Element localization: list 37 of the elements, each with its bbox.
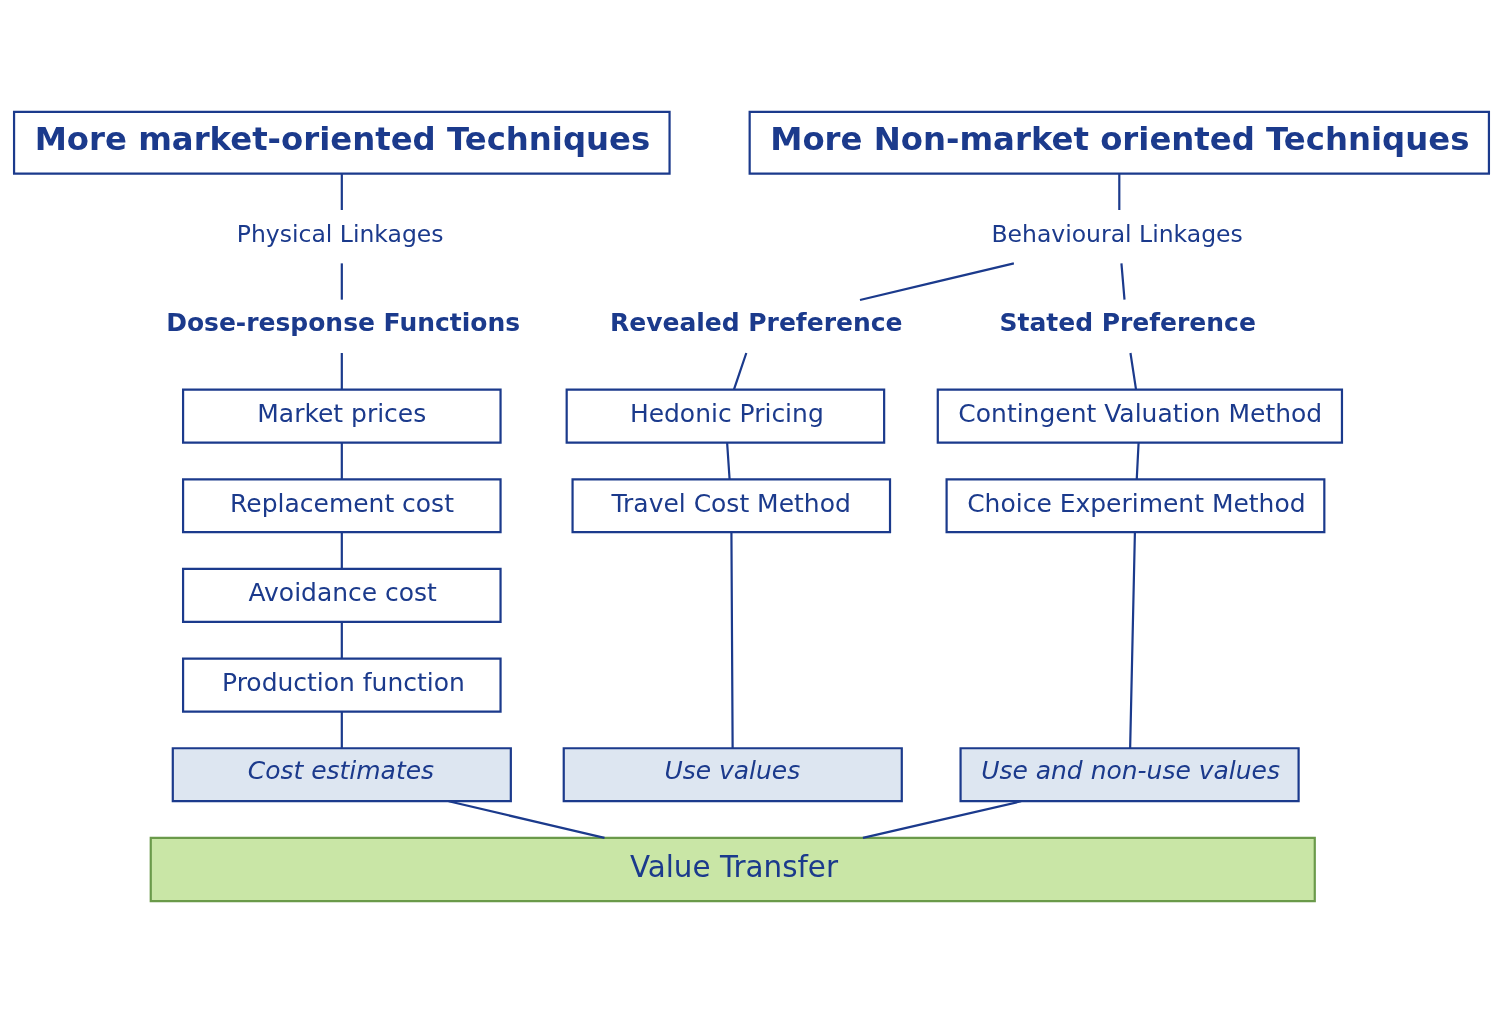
node-text: Behavioural Linkages [991, 220, 1243, 249]
node-box: Travel Cost Method [571, 478, 892, 534]
node-text: Physical Linkages [236, 220, 444, 249]
node-box: Contingent Valuation Method [936, 388, 1344, 444]
node-box: Use and non-use values [959, 747, 1300, 803]
node-text: Revealed Preference [610, 308, 903, 338]
node-box: More Non-market oriented Techniques [748, 110, 1491, 175]
connector [1120, 263, 1126, 300]
node-box: Choice Experiment Method [945, 478, 1326, 534]
connector [859, 262, 1015, 302]
connector [340, 711, 343, 748]
connector [340, 442, 343, 479]
connector [726, 442, 731, 480]
connector [340, 532, 343, 569]
connector [340, 353, 343, 390]
connector [1129, 352, 1138, 390]
connector [1135, 442, 1140, 480]
connector [1118, 174, 1121, 210]
node-box: Market prices [182, 388, 502, 444]
connector [340, 263, 343, 300]
node-text: Stated Preference [999, 308, 1256, 338]
node-box: Hedonic Pricing [565, 388, 886, 444]
connector [862, 800, 1022, 839]
node-text: Dose-response Functions [166, 308, 521, 338]
connector [730, 532, 734, 749]
node-box: Avoidance cost [182, 567, 502, 623]
connector [448, 800, 605, 839]
node-box: Cost estimates [171, 747, 512, 803]
node-box: More market-oriented Techniques [12, 110, 671, 175]
connector [340, 622, 343, 659]
connector [340, 174, 343, 210]
node-box: Production function [182, 657, 502, 713]
node-box: Use values [562, 747, 903, 803]
node-box: Replacement cost [182, 478, 502, 534]
connector [1129, 532, 1136, 749]
connector [732, 352, 748, 390]
node-box: Value Transfer [149, 836, 1316, 903]
